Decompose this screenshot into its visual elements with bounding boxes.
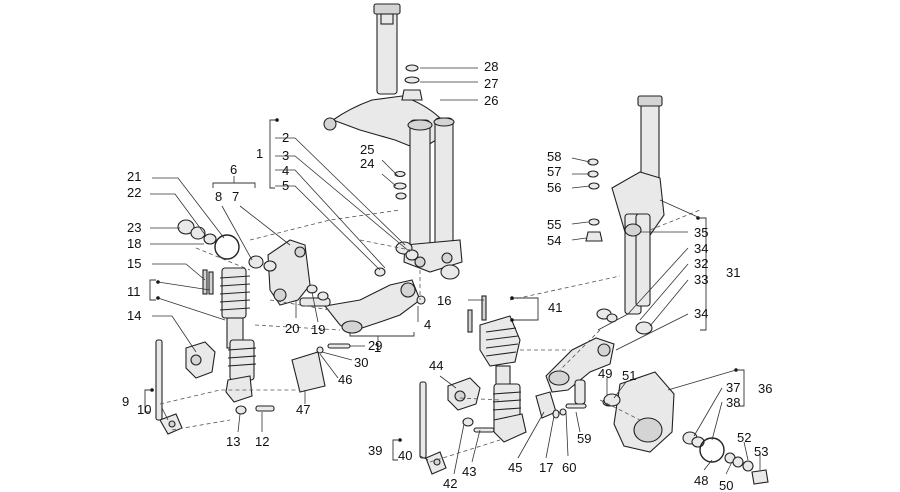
left-swing-arm bbox=[299, 267, 426, 334]
left-shock-absorber bbox=[202, 267, 257, 403]
callout-8: 8 bbox=[215, 189, 222, 204]
callout-56: 56 bbox=[547, 180, 561, 195]
callout-54: 54 bbox=[547, 233, 561, 248]
left-steering-column bbox=[323, 3, 463, 273]
callout-9: 9 bbox=[122, 394, 129, 409]
callout-34b: 34 bbox=[694, 306, 708, 321]
callout-12: 12 bbox=[255, 434, 269, 449]
right-fork-rings bbox=[596, 308, 653, 335]
callout-41: 41 bbox=[548, 300, 562, 315]
callout-50: 50 bbox=[719, 478, 733, 492]
callout-29: 29 bbox=[368, 338, 382, 353]
callout-53: 53 bbox=[754, 444, 768, 459]
callout-40: 40 bbox=[398, 448, 412, 463]
right-shock-absorber bbox=[467, 295, 527, 443]
callout-34: 34 bbox=[694, 241, 708, 256]
callout-30: 30 bbox=[354, 355, 368, 370]
callout-11: 11 bbox=[127, 284, 141, 299]
callout-1b: 1 bbox=[374, 340, 381, 355]
callout-17: 17 bbox=[539, 460, 553, 475]
left-bearing-rings bbox=[177, 219, 240, 260]
callout-10: 10 bbox=[137, 402, 151, 417]
callout-23: 23 bbox=[127, 220, 141, 235]
callout-60: 60 bbox=[562, 460, 576, 475]
callout-43: 43 bbox=[462, 464, 476, 479]
callout-51: 51 bbox=[622, 368, 636, 383]
callout-21: 21 bbox=[127, 169, 141, 184]
callout-45: 45 bbox=[508, 460, 522, 475]
callout-33: 33 bbox=[694, 272, 708, 287]
callout-1: 1 bbox=[256, 146, 263, 161]
callout-26: 26 bbox=[484, 93, 498, 108]
leader-lines bbox=[144, 67, 761, 475]
callout-28: 28 bbox=[484, 59, 498, 74]
callout-39: 39 bbox=[368, 443, 382, 458]
callout-3: 3 bbox=[282, 148, 289, 163]
callout-46: 46 bbox=[338, 372, 352, 387]
left-caliper bbox=[185, 341, 216, 379]
callout-27: 27 bbox=[484, 76, 498, 91]
callout-59: 59 bbox=[577, 431, 591, 446]
callout-5: 5 bbox=[282, 178, 289, 193]
callout-38: 38 bbox=[726, 395, 740, 410]
callout-52: 52 bbox=[737, 430, 751, 445]
callout-24: 24 bbox=[360, 156, 374, 171]
callout-48: 48 bbox=[694, 473, 708, 488]
callout-13: 13 bbox=[226, 434, 240, 449]
callout-16: 16 bbox=[437, 293, 451, 308]
left-axle bbox=[155, 339, 183, 435]
callout-32: 32 bbox=[694, 256, 708, 271]
right-axle bbox=[419, 381, 447, 475]
right-lower-bolts bbox=[462, 391, 587, 433]
callout-25: 25 bbox=[360, 142, 374, 157]
callout-4b: 4 bbox=[424, 317, 431, 332]
left-fork-rings bbox=[395, 241, 460, 280]
right-caliper bbox=[447, 377, 481, 411]
callout-22: 22 bbox=[127, 185, 141, 200]
callout-35: 35 bbox=[694, 225, 708, 240]
callout-15: 15 bbox=[127, 256, 141, 271]
callout-19: 19 bbox=[311, 322, 325, 337]
callout-6: 6 bbox=[230, 162, 237, 177]
callout-49: 49 bbox=[598, 366, 612, 381]
right-steering-column bbox=[611, 95, 665, 315]
callout-55: 55 bbox=[547, 217, 561, 232]
callout-labels: 1 2 3 4 5 6 7 8 9 10 11 12 13 14 15 16 1… bbox=[122, 59, 772, 492]
assembly-lines bbox=[159, 209, 701, 463]
left-washer-stack bbox=[393, 64, 423, 200]
callout-20: 20 bbox=[285, 321, 299, 336]
callout-57: 57 bbox=[547, 164, 561, 179]
callout-7: 7 bbox=[232, 189, 239, 204]
callout-37: 37 bbox=[726, 380, 740, 395]
callout-2: 2 bbox=[282, 130, 289, 145]
callout-36: 36 bbox=[758, 381, 772, 396]
callout-31: 31 bbox=[726, 265, 740, 280]
callout-42: 42 bbox=[443, 476, 457, 491]
left-lower-bolts bbox=[235, 343, 351, 415]
callout-4: 4 bbox=[282, 163, 289, 178]
callout-58: 58 bbox=[547, 149, 561, 164]
callout-14: 14 bbox=[127, 308, 141, 323]
callout-47: 47 bbox=[296, 402, 310, 417]
callout-18: 18 bbox=[127, 236, 141, 251]
left-shock-bracket bbox=[248, 239, 329, 306]
right-washer-stack bbox=[585, 158, 603, 242]
callout-44: 44 bbox=[429, 358, 443, 373]
right-wheel-hub bbox=[603, 371, 769, 485]
